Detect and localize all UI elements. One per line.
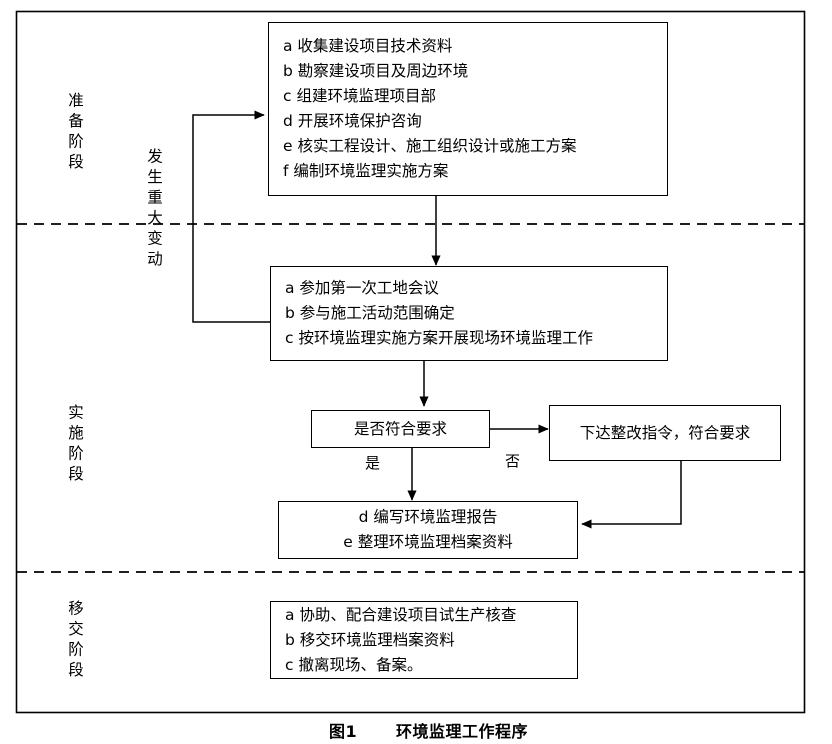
connector-rectify-to-report: [581, 461, 682, 529]
feedback-loop-connector: [192, 110, 270, 323]
node-handover-box[interactable]: a 协助、配合建设项目试生产核查 b 移交环境监理档案资料 c 撤离现场、备案。: [270, 601, 578, 679]
node-decision-box[interactable]: 是否符合要求: [311, 410, 490, 448]
prepare-line-b: b 勘察建设项目及周边环境: [283, 62, 469, 80]
implement-line-a: a 参加第一次工地会议: [285, 279, 439, 297]
node-prepare-box[interactable]: a 收集建设项目技术资料 b 勘察建设项目及周边环境 c 组建环境监理项目部 d…: [268, 22, 668, 196]
prepare-line-c: c 组建环境监理项目部: [283, 87, 436, 105]
handover-line-a: a 协助、配合建设项目试生产核查: [285, 605, 517, 624]
stage-label-handover: 移交阶段: [66, 600, 84, 682]
stage-label-prepare: 准备阶段: [66, 92, 84, 174]
figure-caption-title: 环境监理工作程序: [396, 722, 529, 741]
node-report-box[interactable]: d 编写环境监理报告 e 整理环境监理档案资料: [278, 501, 578, 559]
prepare-line-a: a 收集建设项目技术资料: [283, 37, 453, 55]
stage-label-implement: 实施阶段: [66, 404, 84, 486]
edge-label-no: 否: [505, 452, 521, 470]
feedback-loop-label: 发生重大变动: [145, 148, 163, 271]
handover-line-b: b 移交环境监理档案资料: [285, 630, 455, 649]
node-rectify-box[interactable]: 下达整改指令，符合要求: [549, 405, 781, 461]
implement-line-b: b 参与施工活动范围确定: [285, 304, 455, 322]
prepare-line-e: e 核实工程设计、施工组织设计或施工方案: [283, 137, 577, 155]
report-line-d: d 编写环境监理报告: [358, 508, 498, 526]
decision-label: 是否符合要求: [353, 419, 447, 438]
prepare-line-d: d 开展环境保护咨询: [283, 112, 422, 130]
figure-caption-number: 图1: [329, 722, 358, 741]
rectify-label: 下达整改指令，符合要求: [579, 423, 751, 442]
edge-label-yes: 是: [365, 454, 381, 472]
prepare-line-f: f 编制环境监理实施方案: [283, 162, 449, 180]
handover-line-c: c 撤离现场、备案。: [285, 655, 423, 674]
implement-line-c: c 按环境监理实施方案开展现场环境监理工作: [285, 329, 593, 347]
node-implement-box[interactable]: a 参加第一次工地会议 b 参与施工活动范围确定 c 按环境监理实施方案开展现场…: [270, 266, 668, 361]
report-line-e: e 整理环境监理档案资料: [343, 533, 513, 551]
